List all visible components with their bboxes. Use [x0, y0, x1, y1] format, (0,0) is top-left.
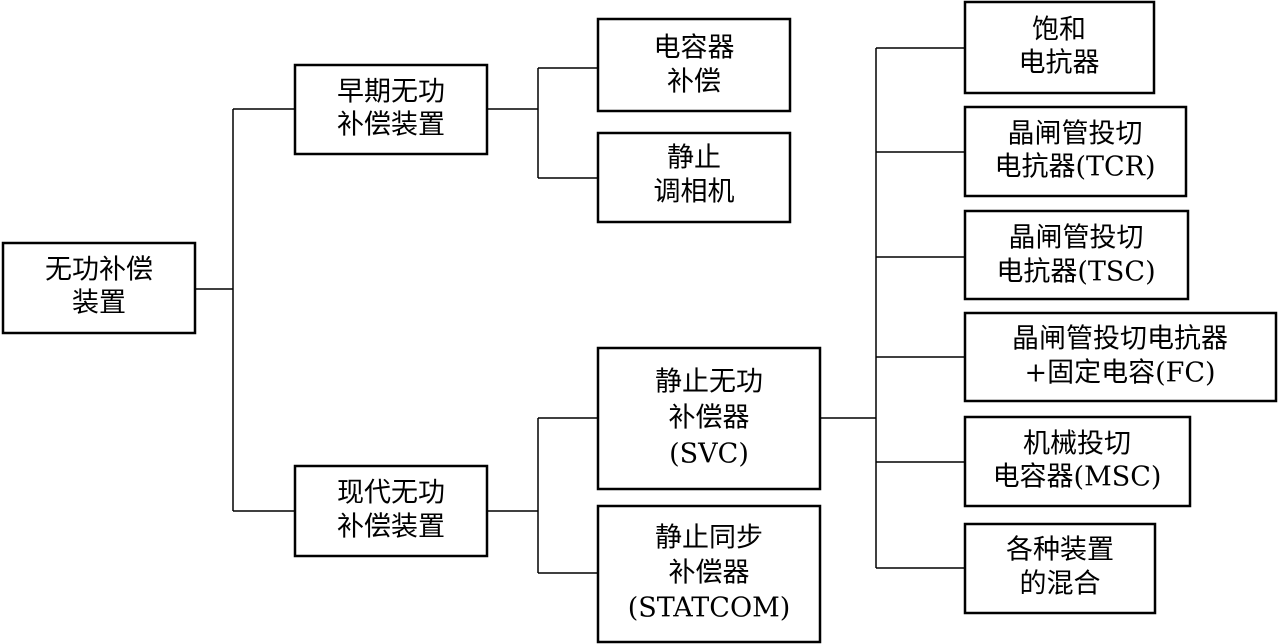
node-label-line: 调相机 — [654, 177, 735, 208]
node-label-line: 静止同步 — [655, 523, 763, 554]
node-saturated-reactor: 饱和 电抗器 — [963, 0, 1156, 95]
node-label-line: 电抗器(TCR) — [994, 152, 1155, 183]
node-tcr: 晶闸管投切 电抗器(TCR) — [963, 105, 1188, 198]
node-label-line: 无功补偿 — [45, 255, 153, 286]
node-label-line: 电抗器(TSC) — [996, 257, 1155, 288]
node-msc: 机械投切 电容器(MSC) — [963, 415, 1192, 508]
node-capacitor-compensation: 电容器 补偿 — [596, 17, 792, 113]
node-label-line: (SVC) — [669, 439, 749, 470]
node-label-line: 晶闸管投切电抗器 — [1012, 324, 1228, 355]
node-label-line: 电抗器 — [1019, 48, 1100, 79]
node-early-compensation-device: 早期无功 补偿装置 — [293, 63, 489, 156]
node-label-line: 早期无功 — [337, 77, 445, 108]
node-hybrid-devices: 各种装置 的混合 — [963, 522, 1157, 615]
node-label-line: 静止无功 — [655, 367, 763, 398]
node-static-synchronous-condenser: 静止 调相机 — [596, 131, 792, 224]
node-label-line: +固定电容(FC) — [1024, 358, 1215, 389]
node-tsc: 晶闸管投切 电抗器(TSC) — [963, 209, 1190, 301]
node-modern-compensation-device: 现代无功 补偿装置 — [293, 464, 489, 558]
node-label-line: 晶闸管投切 — [1009, 223, 1144, 254]
node-label-line: 补偿装置 — [337, 110, 445, 141]
node-label-line: 补偿器 — [669, 558, 750, 589]
connectors — [195, 47, 965, 574]
node-tcr-fc: 晶闸管投切电抗器 +固定电容(FC) — [963, 311, 1278, 403]
node-label-line: 现代无功 — [337, 478, 445, 509]
node-label-line: 补偿器 — [669, 403, 750, 434]
node-svc: 静止无功 补偿器 (SVC) — [596, 346, 822, 491]
node-label-line: 晶闸管投切 — [1008, 119, 1143, 150]
node-label-line: 电容器 — [654, 33, 735, 64]
node-label-line: 的混合 — [1020, 569, 1101, 600]
node-label-line: 装置 — [72, 288, 126, 319]
node-label-line: 饱和 — [1032, 15, 1086, 46]
node-label-line: 补偿装置 — [337, 512, 445, 543]
node-label-line: 静止 — [667, 143, 721, 174]
node-label-line: (STATCOM) — [628, 593, 791, 624]
node-label-line: 机械投切 — [1023, 429, 1131, 460]
node-reactive-compensation-device: 无功补偿 装置 — [1, 241, 197, 335]
node-label-line: 电容器(MSC) — [993, 462, 1162, 493]
node-statcom: 静止同步 补偿器 (STATCOM) — [596, 504, 822, 644]
node-label-line: 各种装置 — [1006, 535, 1114, 566]
node-label-line: 补偿 — [667, 67, 721, 98]
